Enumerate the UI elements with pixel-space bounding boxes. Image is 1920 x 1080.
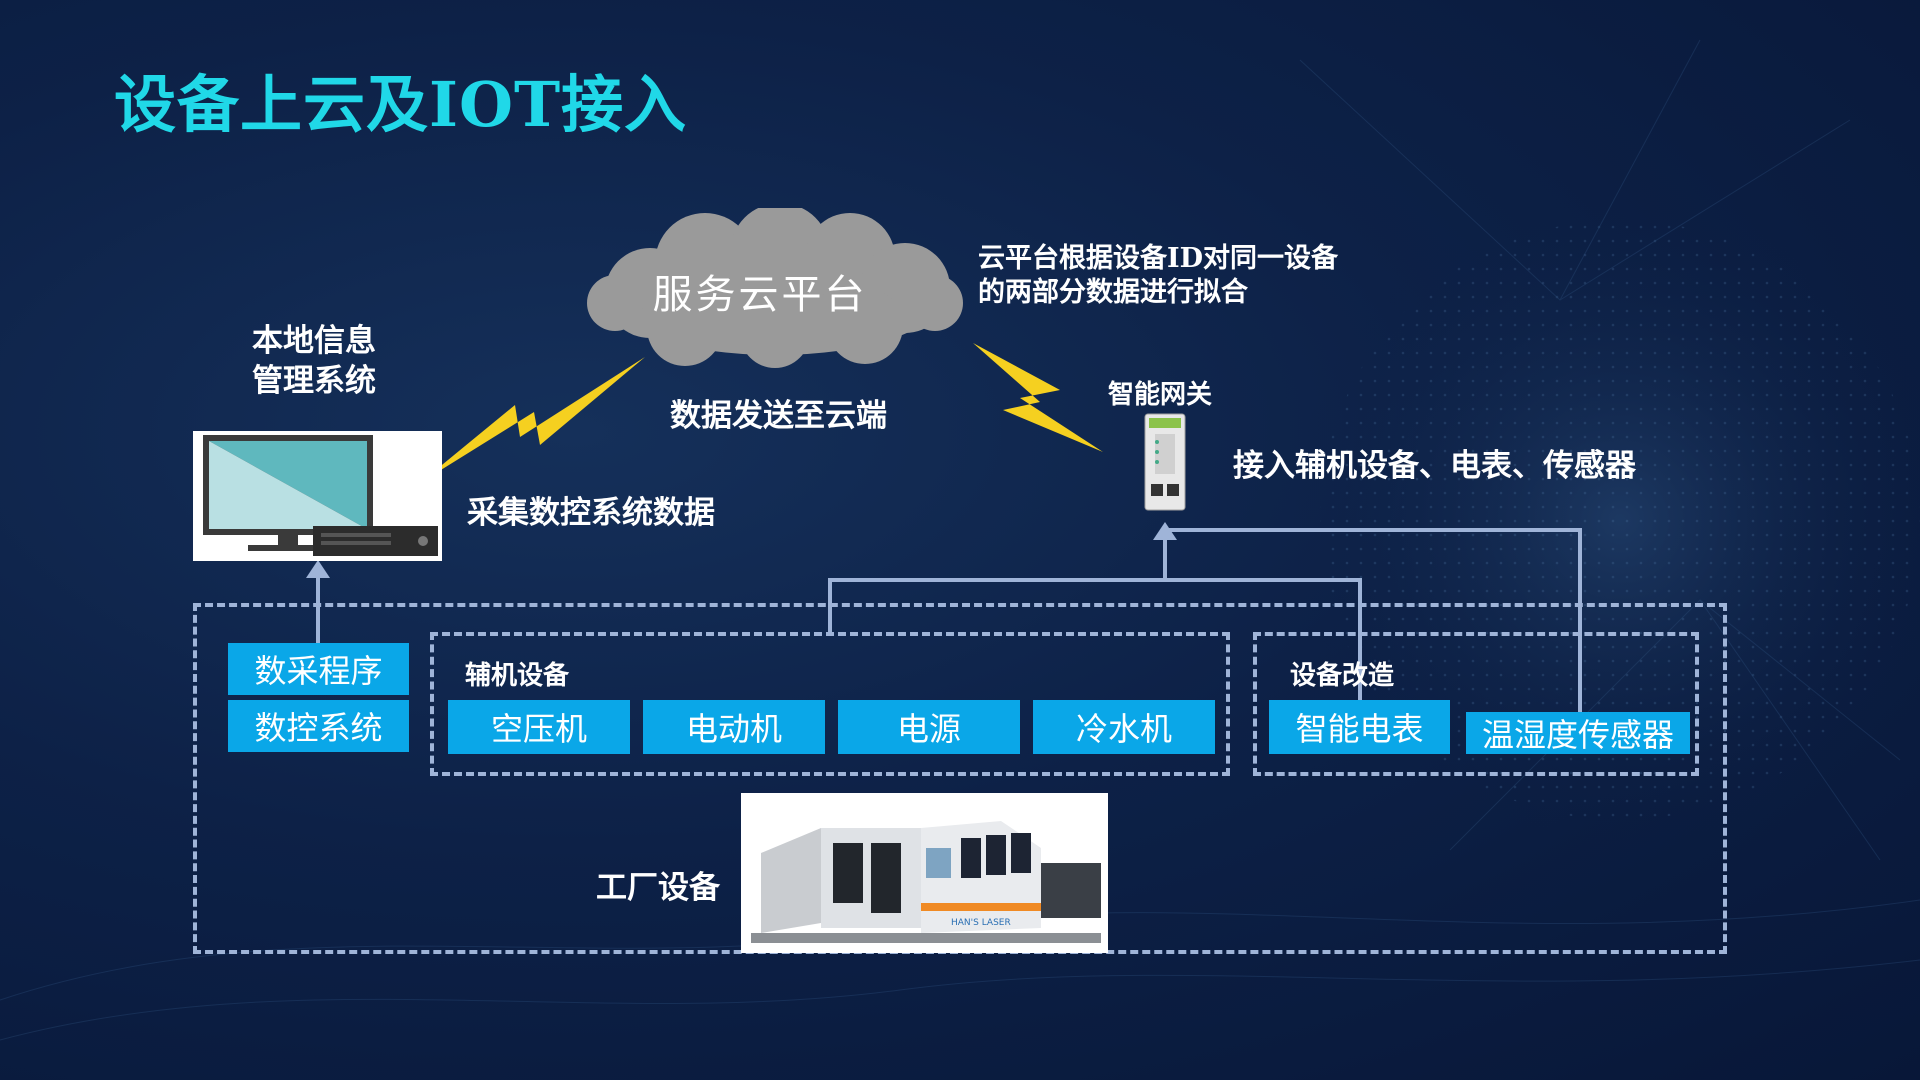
laser-machine-image: HAN'S LASER — [741, 793, 1108, 953]
sensor-to-gateway-line — [1165, 528, 1582, 712]
chiller-box: 冷水机 — [1033, 700, 1215, 754]
gateway-label: 智能网关 — [1108, 380, 1213, 410]
cloud-note-line2: 的两部分数据进行拟合 — [978, 277, 1248, 308]
gateway-device-icon — [1144, 413, 1186, 511]
send-to-cloud-label: 数据发送至云端 — [670, 398, 887, 434]
page-title: 设备上云及IOT接入 — [114, 68, 688, 141]
computer-panel — [193, 431, 442, 561]
laser-machine-icon: HAN'S LASER — [741, 793, 1108, 953]
computer-icon — [203, 435, 438, 556]
retrofit-group — [1253, 632, 1699, 776]
pc-arrow-head — [306, 560, 330, 578]
retrofit-group-title: 设备改造 — [1290, 661, 1395, 691]
cloud-icon — [587, 208, 963, 368]
air-compressor-box: 空压机 — [448, 700, 630, 754]
power-supply-box: 电源 — [838, 700, 1020, 754]
data-collection-program-box: 数采程序 — [228, 643, 409, 695]
smart-meter-box: 智能电表 — [1269, 700, 1450, 754]
aux-equipment-group — [430, 632, 1230, 776]
gateway-arrow-head — [1153, 522, 1177, 540]
cloud-note-line1: 云平台根据设备ID对同一设备 — [978, 243, 1339, 274]
lightning-bolt-left — [420, 357, 645, 483]
cnc-system-box: 数控系统 — [228, 700, 409, 752]
gateway-note: 接入辅机设备、电表、传感器 — [1233, 448, 1636, 484]
factory-equipment-label: 工厂设备 — [596, 870, 720, 906]
aux-group-title: 辅机设备 — [465, 661, 570, 691]
electric-motor-box: 电动机 — [643, 700, 825, 754]
local-system-label-line1: 本地信息 — [252, 323, 376, 359]
collect-cnc-data-label: 采集数控系统数据 — [467, 495, 715, 531]
machine-brand-text: HAN'S LASER — [951, 918, 1011, 928]
lightning-bolt-right — [973, 343, 1103, 452]
cloud-platform-label: 服务云平台 — [652, 272, 868, 318]
local-system-label-line2: 管理系统 — [252, 363, 376, 399]
meter-to-gateway-line — [1165, 578, 1362, 700]
temp-humidity-sensor-box: 温湿度传感器 — [1466, 712, 1690, 754]
